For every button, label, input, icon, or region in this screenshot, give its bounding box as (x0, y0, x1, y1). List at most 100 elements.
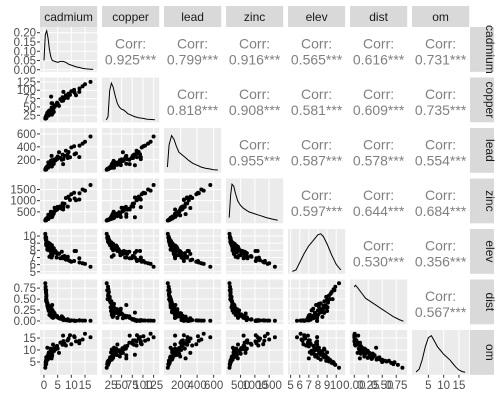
point-zinc-cadmium-62 (55, 207, 60, 212)
point-om-copper-42 (151, 335, 156, 340)
corr-label-lead-copper: Corr: (177, 86, 208, 102)
point-om-copper-60 (116, 349, 121, 353)
point-zinc-copper-61 (120, 209, 125, 214)
point-elev-cadmium-37 (50, 253, 55, 258)
point-dist-cadmium-70 (45, 301, 50, 306)
xtick-label-elev-1: 6 (297, 380, 303, 392)
point-dist-elev-35 (322, 299, 327, 304)
density-curve-zinc (228, 183, 278, 221)
strip-right-label-lead: lead (483, 139, 497, 162)
point-zinc-cadmium-67 (46, 212, 51, 217)
point-lead-cadmium-43 (77, 143, 82, 148)
point-om-dist-55 (395, 362, 400, 367)
point-zinc-copper-69 (106, 217, 111, 222)
strip-right-lead (470, 128, 494, 173)
point-dist-copper-65 (146, 318, 151, 323)
point-om-cadmium-20 (57, 350, 61, 355)
corr-label-dist-zinc: Corr: (363, 187, 394, 203)
point-elev-zinc-71 (236, 249, 240, 253)
point-om-cadmium-58 (44, 357, 49, 362)
xtick-label-zinc-2: 1500 (256, 380, 282, 392)
point-om-elev-33 (318, 357, 323, 362)
point-lead-cadmium-45 (63, 148, 68, 153)
corr-label-om-copper: Corr: (425, 86, 456, 102)
point-om-dist-66 (370, 354, 375, 359)
point-om-lead-45 (190, 343, 195, 348)
xtick-label-copper-3: 100 (133, 380, 152, 392)
point-elev-zinc-47 (244, 251, 249, 256)
point-lead-copper-3 (132, 163, 137, 168)
corr-value-elev-copper: 0.581*** (291, 102, 343, 118)
point-elev-cadmium-64 (72, 259, 77, 263)
strip-top-label-cadmium: cadmium (44, 10, 93, 24)
point-copper-cadmium-64 (72, 87, 77, 92)
point-elev-copper-45 (134, 257, 139, 262)
point-dist-lead-62 (179, 314, 184, 319)
point-elev-cadmium-12 (72, 249, 77, 253)
corr-value-dist-elev: 0.530*** (353, 253, 405, 269)
density-curve-lead (166, 134, 218, 171)
point-om-lead-22 (178, 354, 183, 359)
strip-top-zinc (226, 6, 284, 27)
corr-value-om-dist: 0.567*** (415, 304, 467, 320)
xtick-label-zinc-0: 500 (231, 380, 250, 392)
point-elev-zinc-68 (232, 243, 236, 248)
point-om-zinc-56 (227, 365, 232, 370)
point-elev-lead-47 (182, 251, 187, 256)
point-om-copper-41 (148, 331, 153, 336)
point-elev-cadmium-71 (51, 249, 55, 253)
point-copper-cadmium-43 (77, 86, 82, 91)
point-dist-lead-45 (190, 318, 195, 323)
point-dist-copper-61 (120, 312, 125, 317)
point-dist-cadmium-65 (80, 318, 85, 323)
point-om-copper-44 (139, 342, 144, 347)
ytick-label-elev-0: 5 (30, 267, 36, 279)
point-zinc-copper-63 (132, 201, 136, 206)
corr-label-elev-cadmium: Corr: (301, 35, 332, 51)
point-dist-copper-60 (116, 309, 121, 314)
point-elev-zinc-12 (255, 249, 260, 253)
point-elev-copper-63 (132, 254, 136, 259)
point-om-zinc-16 (241, 333, 246, 338)
point-om-dist-22 (362, 354, 367, 359)
point-elev-lead-16 (173, 256, 178, 261)
corr-label-dist-cadmium: Corr: (363, 35, 394, 51)
corr-label-om-dist: Corr: (425, 288, 456, 304)
point-zinc-copper-45 (134, 196, 139, 200)
point-copper-cadmium-45 (63, 93, 68, 98)
point-om-lead-40 (188, 336, 193, 341)
point-om-elev-41 (298, 331, 303, 336)
point-zinc-copper-25 (119, 205, 124, 210)
point-zinc-lead-70 (168, 215, 173, 220)
point-om-dist-16 (356, 333, 361, 338)
point-lead-cadmium-21 (49, 153, 54, 158)
point-om-copper-61 (120, 346, 125, 351)
point-lead-copper-15 (135, 155, 139, 160)
point-om-lead-67 (175, 352, 180, 357)
point-lead-copper-20 (120, 150, 125, 155)
corr-label-elev-copper: Corr: (301, 86, 332, 102)
ytick-label-copper-0: 25 (23, 110, 36, 122)
corr-value-lead-cadmium: 0.799*** (167, 51, 219, 67)
point-dist-copper-49 (117, 312, 122, 317)
point-copper-cadmium-65 (80, 84, 85, 89)
strip-top-label-dist: dist (369, 10, 388, 24)
point-dist-copper-58 (109, 299, 114, 304)
strip-top-label-elev: elev (306, 10, 328, 24)
point-lead-cadmium-65 (80, 141, 85, 146)
point-om-cadmium-65 (80, 337, 85, 342)
xtick-label-elev-5: 10 (330, 380, 343, 392)
point-copper-cadmium-68 (49, 112, 54, 117)
ytick-label-cadmium-0: 0.00 (14, 65, 36, 77)
point-elev-zinc-37 (237, 253, 242, 258)
ytick-label-cadmium-1: 0.05 (14, 56, 36, 68)
point-lead-cadmium-63 (60, 152, 65, 157)
point-om-lead-1 (185, 338, 189, 343)
point-elev-cadmium-63 (60, 254, 65, 259)
corr-label-copper-cadmium: Corr: (115, 35, 146, 51)
point-elev-cadmium-65 (80, 261, 85, 266)
point-om-lead-62 (179, 343, 184, 348)
xtick-label-om-1: 10 (437, 380, 450, 392)
point-dist-elev-56 (337, 281, 341, 286)
point-elev-lead-12 (185, 249, 190, 253)
